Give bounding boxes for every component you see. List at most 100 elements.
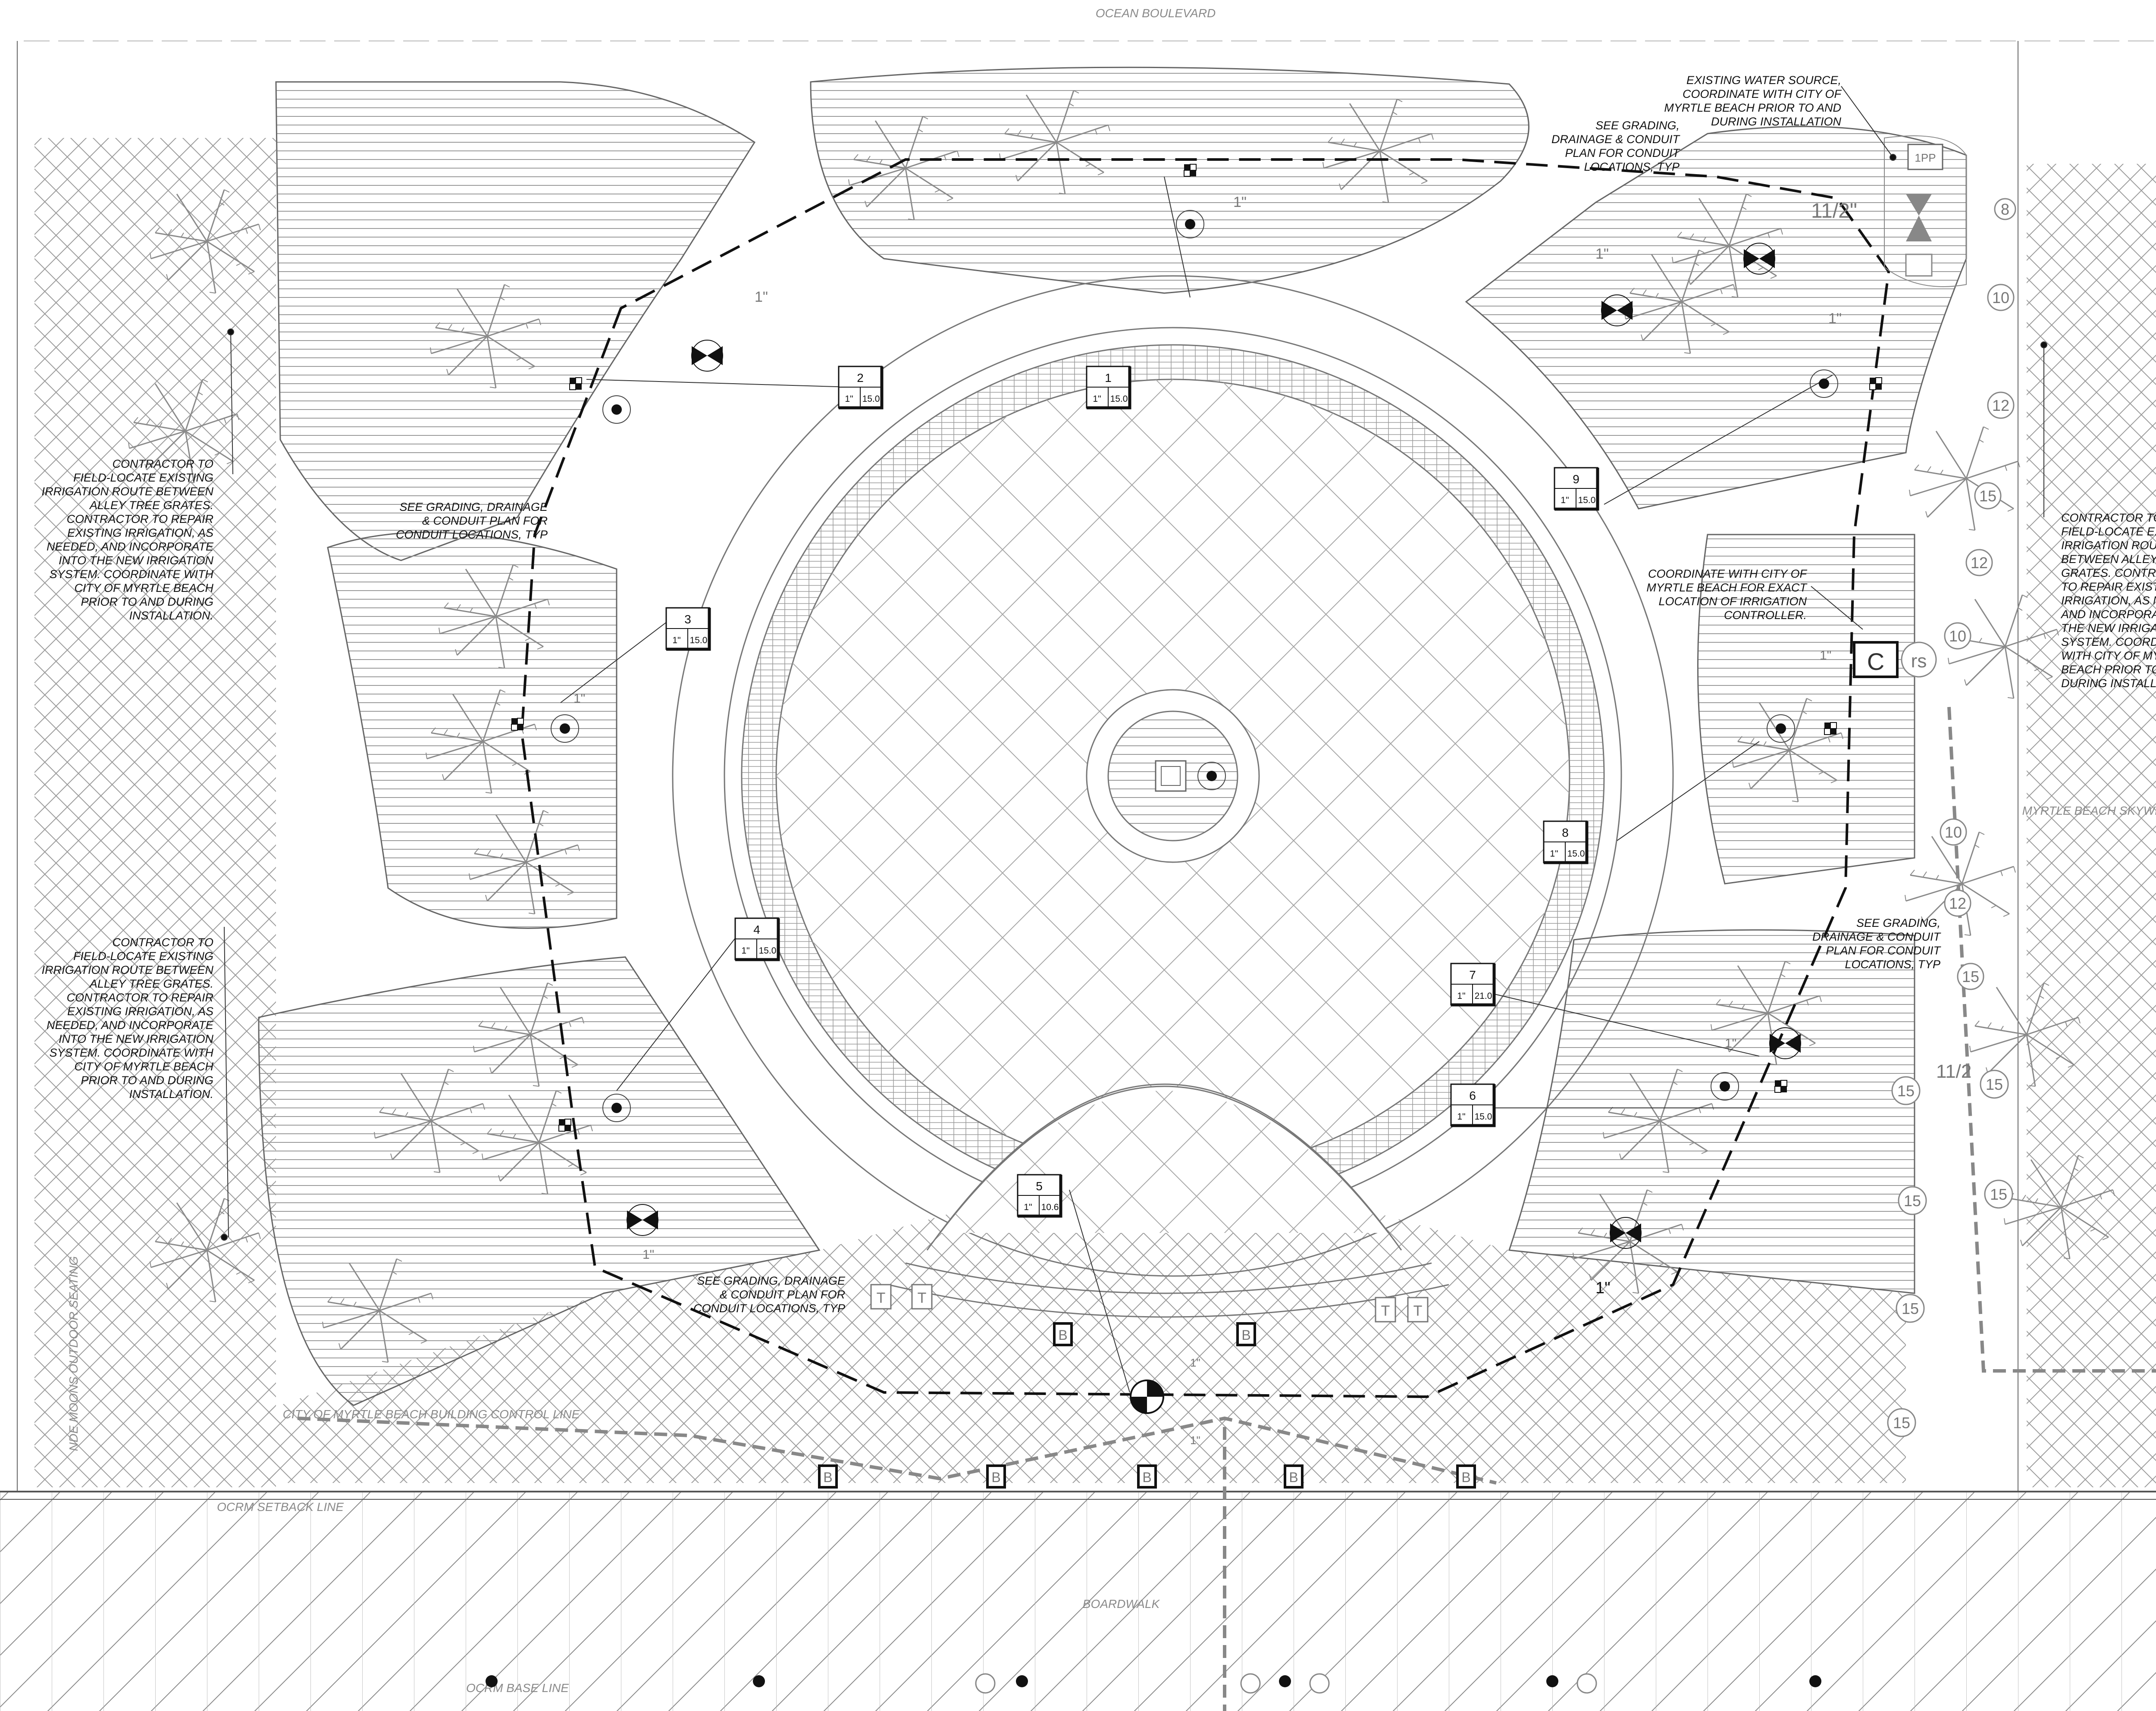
- callout-size: 1": [1093, 394, 1101, 404]
- zone-callout: 6 1" 15.0: [1450, 1083, 1496, 1127]
- note-line: LOCATION OF IRRIGATION: [1658, 595, 1807, 608]
- note-line: SYSTEM. COORDINATE WITH: [49, 568, 213, 581]
- svg-text:10: 10: [1992, 289, 2009, 307]
- note-line: NEEDED, AND INCORPORATE: [47, 1019, 214, 1032]
- ocean-boulevard-label: OCEAN BOULEVARD: [1096, 6, 1216, 20]
- note-line: CONTRACTOR TO: [112, 936, 213, 949]
- note-line: SEE GRADING, DRAINAGE: [697, 1274, 846, 1287]
- note-line: CONTRACTOR TO: [2061, 511, 2156, 524]
- callout-flow: 10.6: [1041, 1202, 1059, 1212]
- callout-zone: 2: [857, 371, 864, 385]
- zone-circle: 15: [1898, 1186, 1927, 1215]
- note-line: GRATES. CONTRACTOR: [2061, 566, 2156, 579]
- callout-flow: 15.0: [1578, 495, 1596, 505]
- central-plaza: [672, 275, 1674, 1318]
- street-labels: OCEAN BOULEVARD BOARDWALK CITY OF MYRTLE…: [67, 6, 2156, 1695]
- note-line: ALLEY TREE GRATES.: [89, 977, 213, 990]
- callout-size: 1": [1457, 1112, 1465, 1122]
- note-line: SYSTEM. COORDINATE WITH: [49, 1046, 213, 1059]
- svg-text:T: T: [918, 1290, 927, 1306]
- note-line: CITY OF MYRTLE BEACH: [74, 1060, 213, 1073]
- note-line: & CONDUIT PLAN FOR: [422, 514, 548, 527]
- callout-size: 1": [1024, 1202, 1032, 1212]
- callout-flow: 15.0: [1567, 849, 1585, 859]
- note-line: AND INCORPORATE INTO: [2060, 608, 2156, 621]
- boardwalk: [0, 1491, 2156, 1711]
- svg-text:B: B: [1058, 1327, 1067, 1343]
- note-line: INTO THE NEW IRRIGATION: [59, 554, 214, 567]
- note-line: CONDUIT LOCATIONS, TYP: [693, 1302, 845, 1315]
- note-line: LOCATIONS, TYP: [1845, 958, 1940, 971]
- svg-text:15: 15: [1979, 487, 1996, 505]
- zone-callout: 8 1" 15.0: [1543, 820, 1589, 864]
- note-line: EXISTING IRRIGATION, AS: [67, 526, 213, 539]
- note-line: BEACH PRIOR TO AND: [2061, 663, 2156, 676]
- svg-text:1": 1": [1820, 648, 1831, 663]
- bench: B: [818, 1464, 838, 1489]
- note-line: PLAN FOR CONDUIT: [1565, 147, 1680, 160]
- zone-circle: 15: [1974, 482, 2002, 510]
- note-line: CONTRACTOR TO REPAIR: [66, 513, 213, 525]
- zone-circle: 10: [1987, 284, 2015, 311]
- callout-zone: 3: [684, 613, 691, 626]
- callout-flow: 15.0: [690, 635, 708, 645]
- note-line: DRAINAGE & CONDUIT: [1812, 930, 1942, 943]
- callout-zone: 9: [1573, 472, 1579, 486]
- zone-circle: 12: [1965, 549, 1993, 576]
- note-water-source: EXISTING WATER SOURCE,COORDINATE WITH CI…: [1664, 74, 1842, 128]
- callout-zone: 8: [1562, 826, 1569, 839]
- svg-text:B: B: [1289, 1470, 1298, 1485]
- callout-zone: 4: [753, 923, 760, 936]
- site-furniture: B B B B B B B T: [818, 1284, 1476, 1489]
- svg-text:15: 15: [1904, 1192, 1921, 1210]
- note-line: COORDINATE WITH CITY OF: [1683, 88, 1842, 100]
- note-line: CONDUIT LOCATIONS, TYP: [396, 528, 548, 541]
- bench: B: [986, 1464, 1006, 1489]
- note-line: FIELD-LOCATE EXISTING: [73, 471, 213, 484]
- note-line: IRRIGATION ROUTE: [2061, 539, 2156, 552]
- note-line: CONTRACTOR TO REPAIR: [66, 991, 213, 1004]
- building-control-line-label: CITY OF MYRTLE BEACH BUILDING CONTROL LI…: [283, 1408, 580, 1421]
- callout-size: 1": [1550, 849, 1558, 859]
- svg-text:1": 1": [1233, 194, 1247, 210]
- boardwalk-fixtures: [486, 1673, 1821, 1694]
- note-line: SEE GRADING,: [1595, 119, 1680, 132]
- rain-sensor-label: rs: [1911, 651, 1927, 672]
- control-valves: [627, 243, 1801, 1414]
- svg-text:12: 12: [1992, 397, 2009, 414]
- zone-circle: 15: [1984, 1179, 2013, 1209]
- ocrm-setback-line-label: OCRM SETBACK LINE: [217, 1500, 344, 1514]
- callout-zone: 1: [1105, 371, 1112, 385]
- svg-text:15: 15: [1893, 1414, 1910, 1432]
- note-leaders: [221, 86, 2047, 1241]
- trash-receptacle: T: [870, 1284, 892, 1310]
- svg-text:B: B: [1142, 1470, 1151, 1485]
- zone-callout: 4 1" 15.0: [734, 917, 780, 961]
- trash-receptacle: T: [911, 1284, 933, 1310]
- svg-text:B: B: [1241, 1327, 1250, 1343]
- note-line: INTO THE NEW IRRIGATION: [59, 1032, 214, 1045]
- note-line: NEEDED, AND INCORPORATE: [47, 540, 214, 553]
- outdoor-seating-label: NDE MOONS OUTDOOR SEATING: [67, 1256, 80, 1451]
- svg-text:1": 1": [1190, 1434, 1200, 1447]
- callout-zone: 6: [1469, 1089, 1476, 1102]
- irrigation-mainline: [297, 158, 2156, 1711]
- trash-receptacle: T: [1375, 1297, 1396, 1323]
- note-line: FIELD-LOCATE EXISTING: [73, 950, 213, 963]
- bench: B: [1137, 1464, 1157, 1489]
- svg-text:1": 1": [1595, 1279, 1611, 1297]
- ocrm-base-line-label: OCRM BASE LINE: [466, 1681, 569, 1695]
- zone-circle: 12: [1987, 391, 2015, 419]
- skywheel-label: MYRTLE BEACH SKYWHEEL: [2022, 804, 2156, 817]
- note-line: ALLEY TREE GRATES.: [89, 499, 213, 512]
- note-line: PRIOR TO AND DURING: [81, 1074, 213, 1087]
- note-line: TO REPAIR EXISTING: [2061, 580, 2156, 593]
- controller-label: C: [1867, 648, 1884, 675]
- note-line: WITH CITY OF MYRTLE: [2061, 649, 2156, 662]
- callout-flow: 15.0: [1475, 1112, 1492, 1122]
